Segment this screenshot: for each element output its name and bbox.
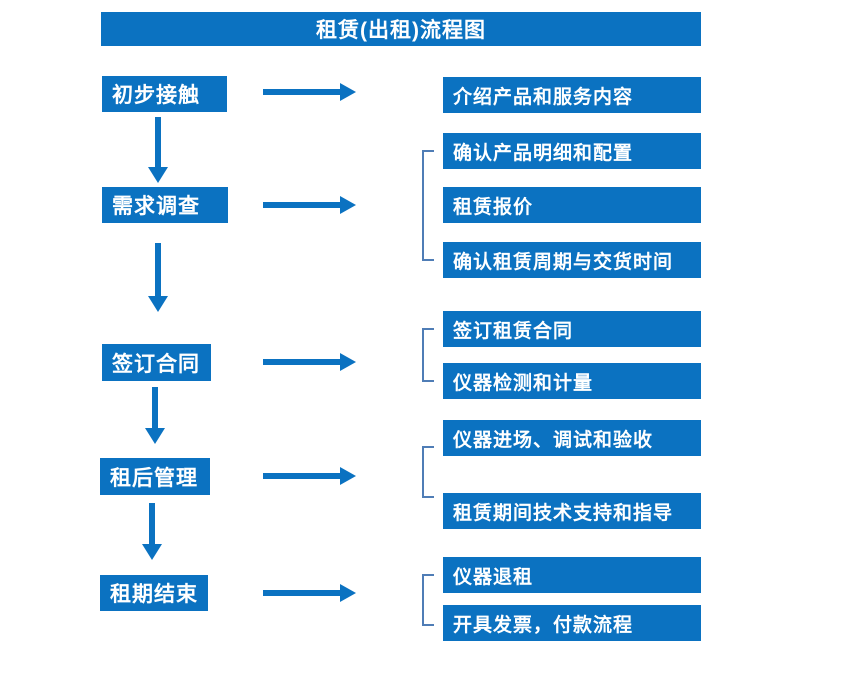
down-arrow-icon (145, 387, 165, 444)
right-arrow-icon (263, 353, 356, 371)
detail-box-confirm-period-delivery: 确认租赁周期与交货时间 (443, 242, 701, 278)
right-arrow-icon (263, 467, 356, 485)
detail-box-invoice-payment: 开具发票，付款流程 (443, 605, 701, 641)
down-arrow-icon (148, 117, 168, 183)
title-bar: 租赁(出租)流程图 (101, 12, 701, 46)
detail-box-sign-rental-contract: 签订租赁合同 (443, 311, 701, 347)
down-arrow-icon (148, 243, 168, 312)
group-bracket-rental-end (422, 574, 434, 626)
detail-box-confirm-product-config: 确认产品明细和配置 (443, 133, 701, 169)
arrow-shaft (263, 89, 340, 95)
arrow-shaft (263, 202, 340, 208)
detail-box-technical-support: 租赁期间技术支持和指导 (443, 493, 701, 529)
arrow-shaft (155, 117, 161, 167)
arrow-shaft (263, 359, 340, 365)
right-arrow-icon (263, 83, 356, 101)
arrow-head (340, 353, 356, 371)
arrow-head (340, 467, 356, 485)
arrow-shaft (149, 503, 155, 544)
arrow-shaft (152, 387, 158, 428)
arrow-head (340, 584, 356, 602)
right-arrow-icon (263, 584, 356, 602)
arrow-shaft (155, 243, 161, 296)
arrow-shaft (263, 473, 340, 479)
detail-box-instrument-return: 仪器退租 (443, 557, 701, 593)
stage-box-demand-survey: 需求调查 (102, 187, 228, 223)
detail-box-instrument-entry-acceptance: 仪器进场、调试和验收 (443, 420, 701, 456)
arrow-head (148, 167, 168, 183)
arrow-head (145, 428, 165, 444)
stage-box-initial-contact: 初步接触 (102, 76, 227, 112)
page-title: 租赁(出租)流程图 (316, 19, 486, 42)
group-bracket-sign-contract (422, 328, 434, 382)
arrow-head (340, 196, 356, 214)
detail-box-introduce-products: 介绍产品和服务内容 (443, 77, 701, 113)
stage-box-post-rental-management: 租后管理 (100, 458, 210, 495)
detail-box-rental-quote: 租赁报价 (443, 187, 701, 223)
stage-box-rental-end: 租期结束 (100, 575, 208, 611)
stage-box-sign-contract: 签订合同 (102, 344, 211, 381)
arrow-shaft (263, 590, 340, 596)
arrow-head (142, 544, 162, 560)
down-arrow-icon (142, 503, 162, 560)
arrow-head (148, 296, 168, 312)
group-bracket-post-rental (422, 446, 434, 498)
detail-box-instrument-testing: 仪器检测和计量 (443, 363, 701, 399)
right-arrow-icon (263, 196, 356, 214)
group-bracket-demand-survey (422, 150, 434, 261)
arrow-head (340, 83, 356, 101)
